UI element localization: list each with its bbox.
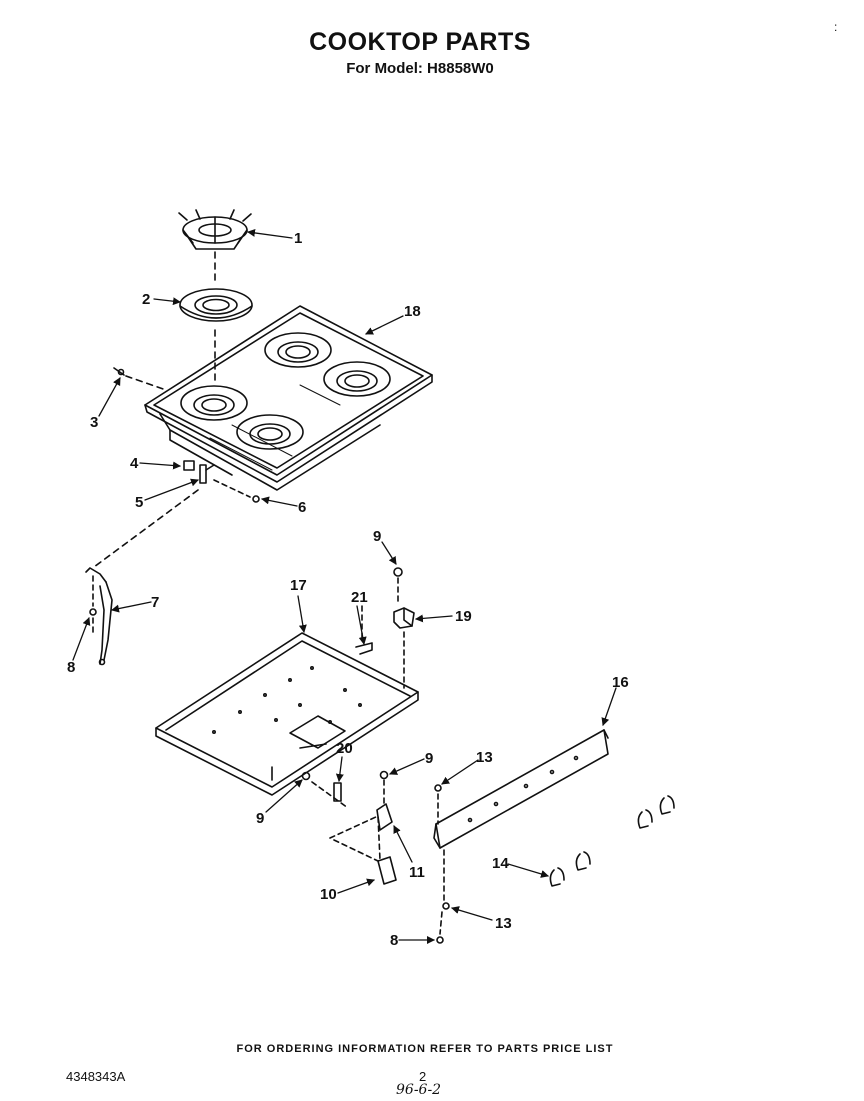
callout-leader-lines [72, 228, 617, 944]
front-rail-part [433, 729, 609, 849]
callout-6: 6 [298, 499, 306, 516]
callout-9-top: 9 [373, 528, 381, 545]
corner-mark: : [834, 20, 838, 34]
callout-18: 18 [404, 303, 421, 320]
bracket-part-19 [393, 567, 415, 689]
clip-assembly-parts-9-20-10-11 [301, 770, 397, 885]
callout-21: 21 [351, 589, 368, 606]
burner-box-panel-part [155, 632, 419, 796]
callout-17: 17 [290, 577, 307, 594]
knob-parts-14 [549, 795, 675, 887]
screw-part-3 [113, 367, 167, 391]
callout-8-bottom: 8 [390, 932, 398, 949]
callout-5: 5 [135, 494, 143, 511]
ordering-footer-note: FOR ORDERING INFORMATION REFER TO PARTS … [236, 1043, 614, 1055]
handwritten-note: 96-6-2 [396, 1082, 442, 1098]
callout-20: 20 [336, 740, 353, 757]
screw-parts-13-and-8 [434, 784, 450, 944]
page-title: COOKTOP PARTS [309, 28, 531, 56]
page-number: 2 [419, 1069, 427, 1084]
callout-1: 1 [294, 230, 302, 247]
callout-10: 10 [320, 886, 337, 903]
callout-9-left: 9 [256, 810, 264, 827]
burner-grate-part [178, 209, 252, 250]
callout-11: 11 [409, 864, 425, 881]
drip-bowl-part [179, 288, 253, 322]
callout-3: 3 [90, 414, 98, 431]
callout-14: 14 [492, 855, 509, 872]
callout-19: 19 [455, 608, 472, 625]
cooktop-main-top-part [144, 305, 433, 491]
callout-9-mid: 9 [425, 750, 433, 767]
callout-7: 7 [151, 594, 159, 611]
document-number: 4348343A [66, 1069, 126, 1084]
callout-2: 2 [142, 291, 150, 308]
callout-8-left: 8 [67, 659, 75, 676]
callout-16: 16 [612, 674, 629, 691]
callout-13-top: 13 [476, 749, 493, 766]
hinge-parts-4-5-6 [183, 460, 260, 503]
screw-part-8-left [89, 575, 97, 633]
callout-4: 4 [130, 455, 139, 472]
support-rod-part [85, 567, 113, 666]
callout-13-bottom: 13 [495, 915, 512, 932]
model-subtitle: For Model: H8858W0 [346, 60, 494, 77]
